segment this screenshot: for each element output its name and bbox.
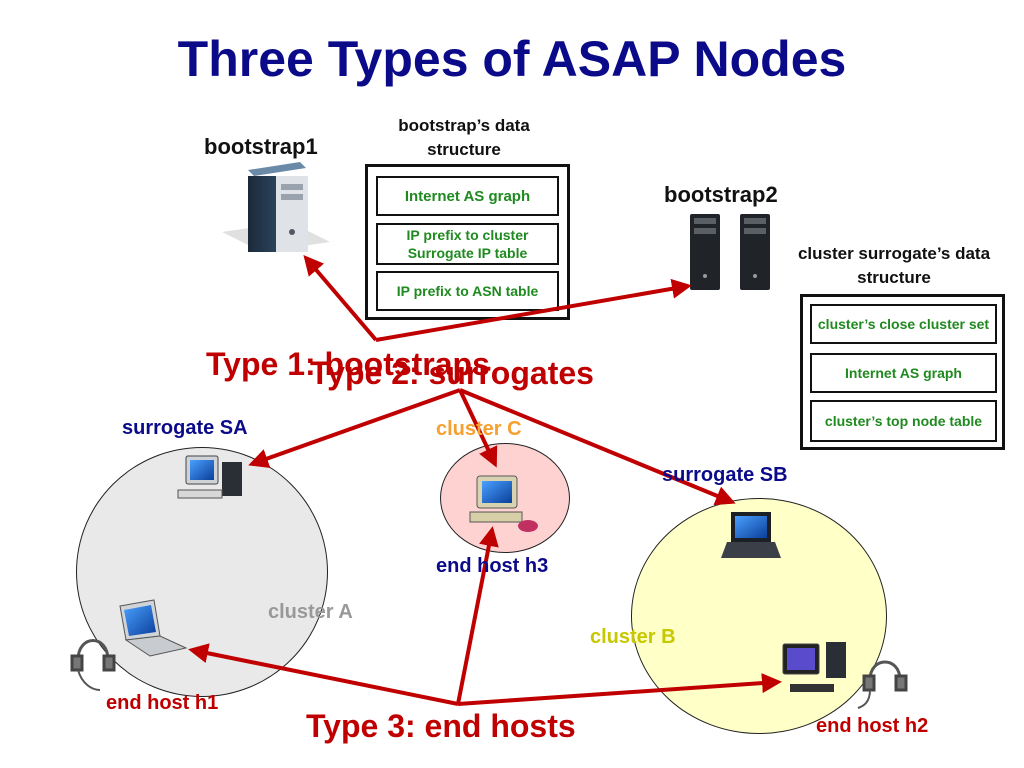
type1-arrows bbox=[303, 254, 692, 342]
cluster-a-label: cluster A bbox=[268, 601, 353, 623]
cluster-c-label: cluster C bbox=[436, 418, 522, 440]
type3-arrows bbox=[188, 526, 782, 706]
surrogate-ds-caption: cluster surrogate’s data structure bbox=[797, 244, 991, 287]
desktop-computer-icon bbox=[177, 455, 242, 499]
bootstrap-ds-item-prefix-surrogate: IP prefix to cluster Surrogate IP table bbox=[376, 223, 559, 265]
type2-arrows bbox=[248, 388, 736, 506]
type2-label: Type 2: surrogates bbox=[310, 355, 594, 391]
workstation-icon bbox=[469, 475, 538, 532]
server-icon bbox=[222, 162, 330, 252]
laptop-icon bbox=[721, 512, 781, 558]
surrogate-ds-item-top-node: cluster’s top node table bbox=[810, 400, 997, 442]
surrogate-sb-label: surrogate SB bbox=[662, 464, 788, 486]
laptop-icon-h1 bbox=[119, 599, 188, 657]
bootstrap-data-structure: Internet AS graph IP prefix to cluster S… bbox=[365, 164, 570, 320]
bootstrap-ds-caption: bootstrap’s data structure bbox=[398, 116, 530, 159]
surrogate-ds-item-close-set: cluster’s close cluster set bbox=[810, 304, 997, 344]
desktop-computer-icon-h2 bbox=[782, 642, 846, 692]
bootstrap2-label: bootstrap2 bbox=[664, 182, 778, 207]
bootstrap-ds-item-as-graph: Internet AS graph bbox=[376, 176, 559, 216]
type3-label: Type 3: end hosts bbox=[306, 708, 576, 744]
headset-icon-h2 bbox=[857, 660, 908, 709]
headset-icon-h1 bbox=[70, 639, 116, 691]
end-host-h1-label: end host h1 bbox=[106, 692, 219, 714]
cluster-b-label: cluster B bbox=[590, 626, 676, 648]
surrogate-ds-item-as-graph: Internet AS graph bbox=[810, 353, 997, 393]
page-title: Three Types of ASAP Nodes bbox=[177, 31, 847, 87]
surrogate-sa-label: surrogate SA bbox=[122, 417, 248, 439]
type1-label: Type 1: bootstraps bbox=[206, 346, 490, 382]
end-host-h2-label: end host h2 bbox=[816, 715, 929, 737]
server-pair-icon bbox=[690, 214, 770, 290]
bootstrap-ds-item-prefix-asn: IP prefix to ASN table bbox=[376, 271, 559, 311]
bootstrap1-label: bootstrap1 bbox=[204, 134, 318, 159]
surrogate-data-structure: cluster’s close cluster set Internet AS … bbox=[800, 294, 1005, 450]
end-host-h3-label: end host h3 bbox=[436, 555, 549, 577]
